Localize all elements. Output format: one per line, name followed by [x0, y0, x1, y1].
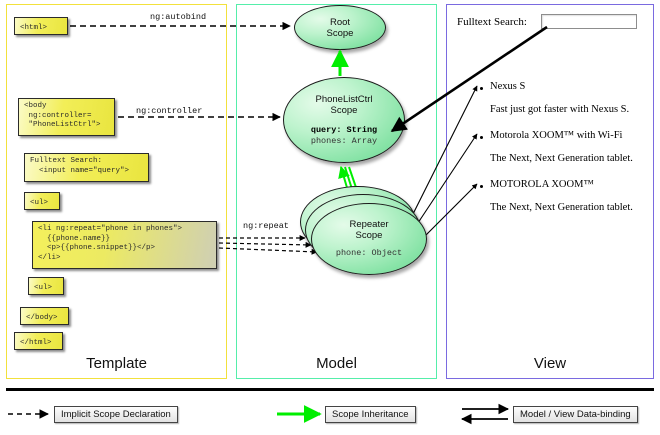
scope-phonelistctrl: PhoneListCtrl Scope query: String phones…	[283, 77, 405, 163]
column-view: View	[446, 4, 654, 379]
scope-repeater-title: Repeater Scope	[349, 219, 389, 241]
code-box-body-close: </body>	[20, 307, 69, 325]
legend-separator	[6, 388, 654, 391]
bullet-icon	[480, 136, 483, 139]
view-item-name-1: Motorola XOOM™ with Wi-Fi	[490, 130, 623, 141]
code-box-html-close: </html>	[14, 332, 63, 350]
column-label-model: Model	[316, 355, 357, 372]
column-label-view: View	[533, 355, 567, 372]
code-box-body-open: <body ng:controller= "PhoneListCtrl">	[18, 98, 115, 136]
code-box-ul-open: <ul>	[24, 192, 60, 210]
view-item-snippet-1: The Next, Next Generation tablet.	[490, 153, 633, 164]
code-box-ul-close: <ul>	[28, 277, 64, 295]
legend-item-implicit: Implicit Scope Declaration	[54, 406, 178, 423]
edge-label-controller: ng:controller	[136, 106, 203, 116]
scope-root: Root Scope	[294, 5, 386, 50]
view-item-name-2: MOTOROLA XOOM™	[490, 179, 594, 190]
code-box-search-snippet: Fulltext Search: <input name="query">	[24, 153, 149, 182]
scope-root-title: Root Scope	[326, 16, 354, 39]
scope-phonelistctrl-prop-phones: phones: Array	[310, 135, 378, 146]
view-item-snippet-2: The Next, Next Generation tablet.	[490, 202, 633, 213]
scope-phonelistctrl-title: PhoneListCtrl Scope	[315, 93, 373, 116]
view-search-input[interactable]	[541, 14, 637, 29]
edge-label-autobind: ng:autobind	[150, 12, 207, 22]
bullet-icon	[480, 185, 483, 188]
column-label-template: Template	[86, 355, 147, 372]
legend-item-inheritance: Scope Inheritance	[325, 406, 416, 423]
scope-repeater-prop-phone: phone: Object	[335, 248, 403, 258]
view-search-label: Fulltext Search:	[457, 16, 527, 28]
bullet-icon	[480, 87, 483, 90]
view-item-snippet-0: Fast just got faster with Nexus S.	[490, 104, 630, 115]
code-box-li-repeat: <li ng:repeat="phone in phones"> {{phone…	[32, 221, 217, 269]
scope-repeater: Repeater Scope phone: Object	[311, 203, 427, 275]
legend-item-databinding: Model / View Data-binding	[513, 406, 638, 423]
code-box-html-open: <html>	[14, 17, 68, 35]
edge-label-repeat: ng:repeat	[243, 221, 289, 231]
scope-phonelistctrl-prop-query: query: String	[310, 124, 378, 135]
view-item-name-0: Nexus S	[490, 81, 526, 92]
